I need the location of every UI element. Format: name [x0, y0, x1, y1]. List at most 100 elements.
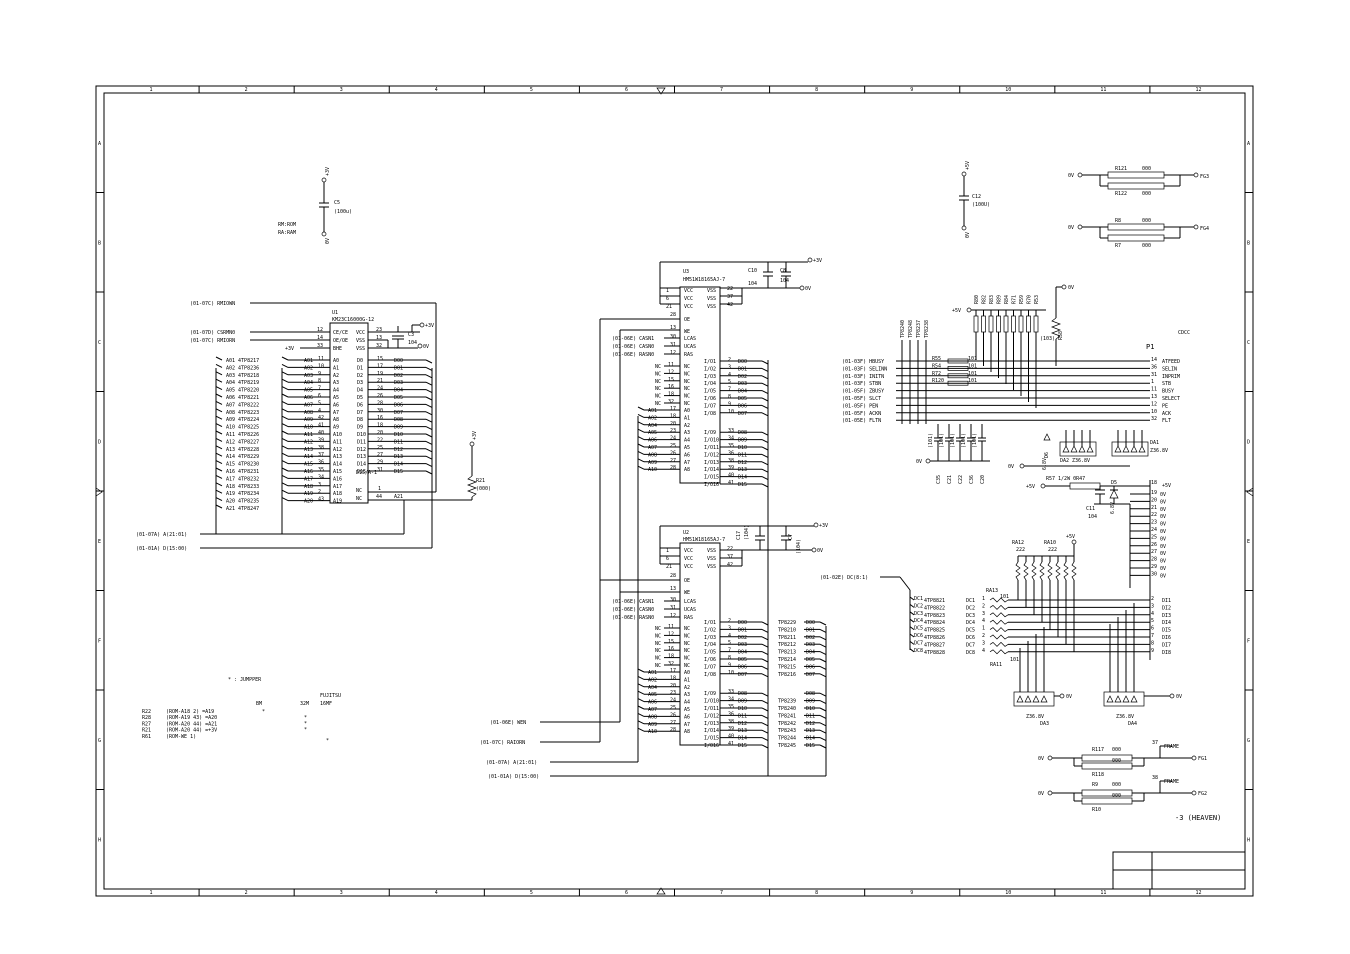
u1-addr-pin: A2 — [333, 373, 339, 379]
c17-val: (104) — [744, 525, 750, 540]
dc-res-num: 3 — [982, 640, 985, 646]
diode-glyph — [1062, 445, 1070, 453]
dc-pin-name: DI8 — [1162, 650, 1171, 656]
dc-port-label: DC8 — [966, 650, 975, 656]
dc-tp-label: 4TP8822 — [924, 605, 945, 611]
u1-tp-row: A18 4TP8233 — [226, 484, 259, 490]
u1-body — [329, 322, 369, 504]
u3-addr-bus: A09 — [648, 460, 657, 466]
u1-tp-row: A02 4TP8236 — [226, 365, 259, 371]
jumper-legend: * : JUMPPER BM 32M FUJITSU 16MF R22(ROM-… — [142, 677, 341, 744]
u3-addr-num: 17 — [670, 406, 676, 412]
u2-vcc3-num: 21 — [666, 564, 672, 570]
ra13-ref: RA13 — [986, 588, 998, 594]
cdcc-label: CDCC — [1178, 330, 1190, 336]
u2-io-bus: D08 — [738, 691, 747, 697]
u1-nc1-num: 1 — [378, 486, 381, 492]
data-port: (01-02E) DC(8:1) RA12 222 RA10 222 +5V R… — [820, 534, 1182, 727]
p1-pin: 31 — [1151, 372, 1157, 378]
u3-io-num: 41 — [728, 480, 734, 486]
pp-cap-ref: C35 — [936, 475, 942, 484]
u1-data-num: 28 — [377, 400, 383, 406]
d5-val: 6.8V — [1110, 502, 1116, 514]
u2-io-pin: I/O10 — [704, 699, 719, 705]
u2-io-bus: D12 — [738, 721, 747, 727]
grid-col-top: 10 — [1005, 87, 1011, 93]
u2-vss1: VSS — [707, 548, 716, 554]
grid-col-bottom: 5 — [530, 890, 533, 896]
u2-io-tp-bus: D13 — [806, 728, 815, 734]
center-mark-right — [1246, 487, 1254, 497]
u3-io-num: 8 — [728, 394, 731, 400]
frame-38-name: FRAME — [1164, 779, 1179, 785]
u1-data-pin: D1 — [357, 365, 363, 371]
u3-io-pin: I/O11 — [704, 445, 719, 451]
u3-io-num: 5 — [728, 379, 731, 385]
u3-zero-v: 0V — [805, 286, 811, 292]
u2-io-tp-bus: D00 — [806, 620, 815, 626]
u1-data-pin: D13 — [357, 454, 366, 460]
p1-pin-name: BUSY — [1162, 389, 1174, 395]
u2-vss2: VSS — [707, 556, 716, 562]
u1-addr-bus: A13 — [304, 447, 313, 453]
pullup-body — [981, 315, 986, 333]
outer-frame — [95, 85, 1254, 897]
center-mark-top — [656, 87, 666, 95]
dc-pin-num: 7 — [1151, 633, 1154, 639]
dc-res-num: 2 — [982, 603, 985, 609]
u1-data-num: 30 — [377, 408, 383, 414]
u1-addr-pin: A1 — [333, 365, 339, 371]
u3-nc-label: NC — [655, 386, 661, 392]
u1-data-num: 18 — [377, 423, 383, 429]
u3-body — [679, 286, 721, 484]
dc-resistor — [989, 612, 1009, 618]
grid-col-top: 8 — [815, 87, 818, 93]
u3-vcc3: VCC — [684, 304, 693, 310]
u1-data-bus: D09 — [394, 425, 403, 431]
diode-glyph — [1138, 445, 1146, 453]
u2-io-pin: I/O1 — [704, 620, 716, 626]
u2-plus3v: +3V — [819, 523, 828, 529]
u3-vcc1-num: 1 — [666, 288, 669, 294]
u2-addr-bus: A02 — [648, 677, 657, 683]
p1-pin: 14 — [1151, 357, 1157, 363]
u3-io-pin: I/O1 — [704, 359, 716, 365]
c8-val: 104 — [780, 278, 789, 284]
gnd-pin-num: 25 — [1151, 534, 1157, 540]
gnd-pin-num: 19 — [1151, 490, 1157, 496]
pullup-ref: R89 — [997, 295, 1003, 304]
u2-io-bus: D00 — [738, 620, 747, 626]
pin18-plus5v: +5V — [1162, 483, 1171, 489]
gnd-pin-num: 21 — [1151, 505, 1157, 511]
grid-col-top: 2 — [245, 87, 248, 93]
u1-data-pin: D3 — [357, 380, 363, 386]
pullup-ref: R70 — [1027, 295, 1033, 304]
u2-io-num: 4 — [728, 633, 731, 639]
diode-glyph — [1078, 445, 1086, 453]
dc-res-num: 3 — [982, 611, 985, 617]
u1-addr-bus: A10 — [304, 425, 313, 431]
u3-io-num: 33 — [728, 428, 734, 434]
pp-input-val: 101 — [968, 363, 977, 369]
u1-pin14: 14 — [317, 335, 323, 341]
u2-io-num: 35 — [728, 704, 734, 710]
u2-nc-label: NC — [655, 633, 661, 639]
u2-addr-num: 20 — [670, 683, 676, 689]
u1-tp-row: A04 4TP8219 — [226, 380, 259, 386]
u3-io-bus: D06 — [738, 403, 747, 409]
c3-val: 104 — [408, 340, 417, 346]
u1-tp-row: A01 4TP8217 — [226, 358, 259, 364]
u2-addr-pin: A0 — [684, 670, 690, 676]
grid-ticks — [95, 86, 1254, 896]
u2-sig-data: (01-01A) D(15:00) — [488, 774, 539, 780]
u1-addr-bus: A06 — [304, 395, 313, 401]
gnd-pin-label: 0V — [1160, 536, 1166, 542]
u2-vcc2-num: 6 — [666, 556, 669, 562]
u1-addr-bus: A11 — [304, 432, 313, 438]
pp-input-sig: (01-05F) SLCT — [842, 396, 881, 402]
u2-cas-num: 12 — [670, 613, 676, 619]
u2-io-tp-bus: D15 — [806, 743, 815, 749]
u3-nc-pin: NC — [684, 394, 690, 400]
